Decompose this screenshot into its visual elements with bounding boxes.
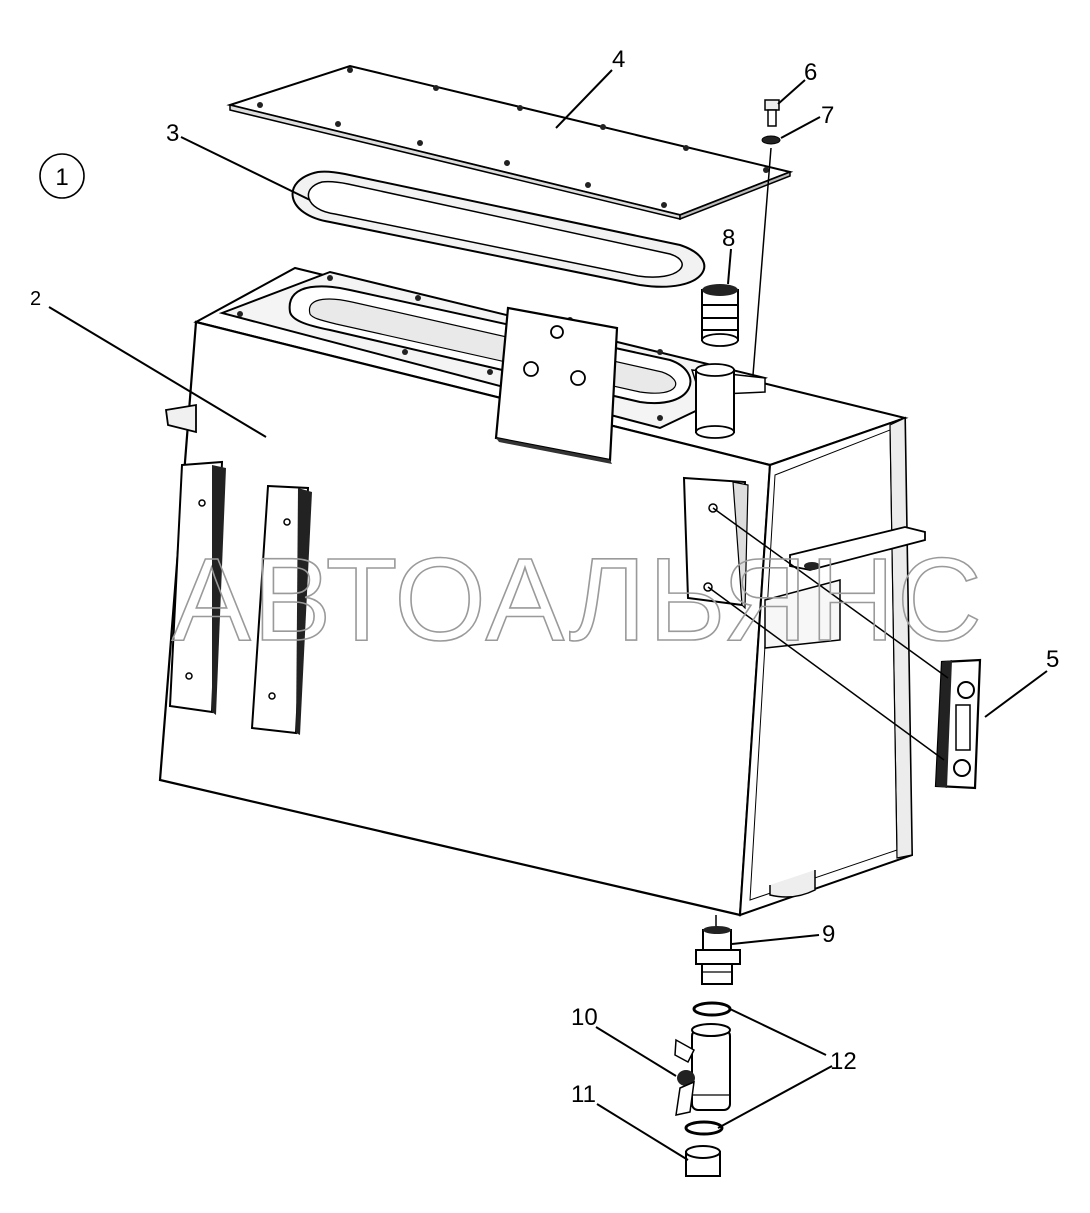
gasket	[291, 170, 706, 288]
leader-lines	[48, 69, 1048, 1161]
filler-neck	[690, 363, 766, 439]
cover-plate	[226, 64, 794, 221]
drain-plug	[685, 1145, 721, 1177]
assembly-axis-bolt	[752, 147, 772, 376]
bolt	[764, 99, 780, 127]
callout-2: 2	[30, 288, 41, 310]
sight-glass	[934, 658, 982, 790]
callout-7: 7	[821, 102, 834, 129]
seal-ring-lower	[684, 1120, 724, 1136]
callout-3: 3	[166, 120, 179, 147]
seal-ring-upper	[692, 1001, 732, 1017]
breather-cap	[701, 284, 739, 347]
watermark: АВТОАЛЬЯНС	[172, 534, 984, 666]
drain-adapter	[695, 926, 741, 985]
assembly-axis-gauge-top	[712, 507, 949, 679]
callout-6: 6	[804, 59, 817, 86]
callout-11: 11	[571, 1081, 596, 1108]
mounting-plate	[494, 306, 619, 464]
callout-8: 8	[722, 225, 735, 252]
callout-4: 4	[612, 46, 625, 73]
callout-10: 10	[571, 1004, 598, 1031]
callout-12: 12	[830, 1048, 857, 1075]
washer	[761, 135, 781, 145]
view-marker: 1	[39, 153, 85, 199]
callout-5: 5	[1046, 646, 1059, 673]
ball-valve	[674, 1023, 731, 1116]
callout-9: 9	[822, 921, 835, 948]
view-marker-label: 1	[55, 164, 68, 191]
assembly-axis-gauge-bottom	[707, 586, 945, 761]
